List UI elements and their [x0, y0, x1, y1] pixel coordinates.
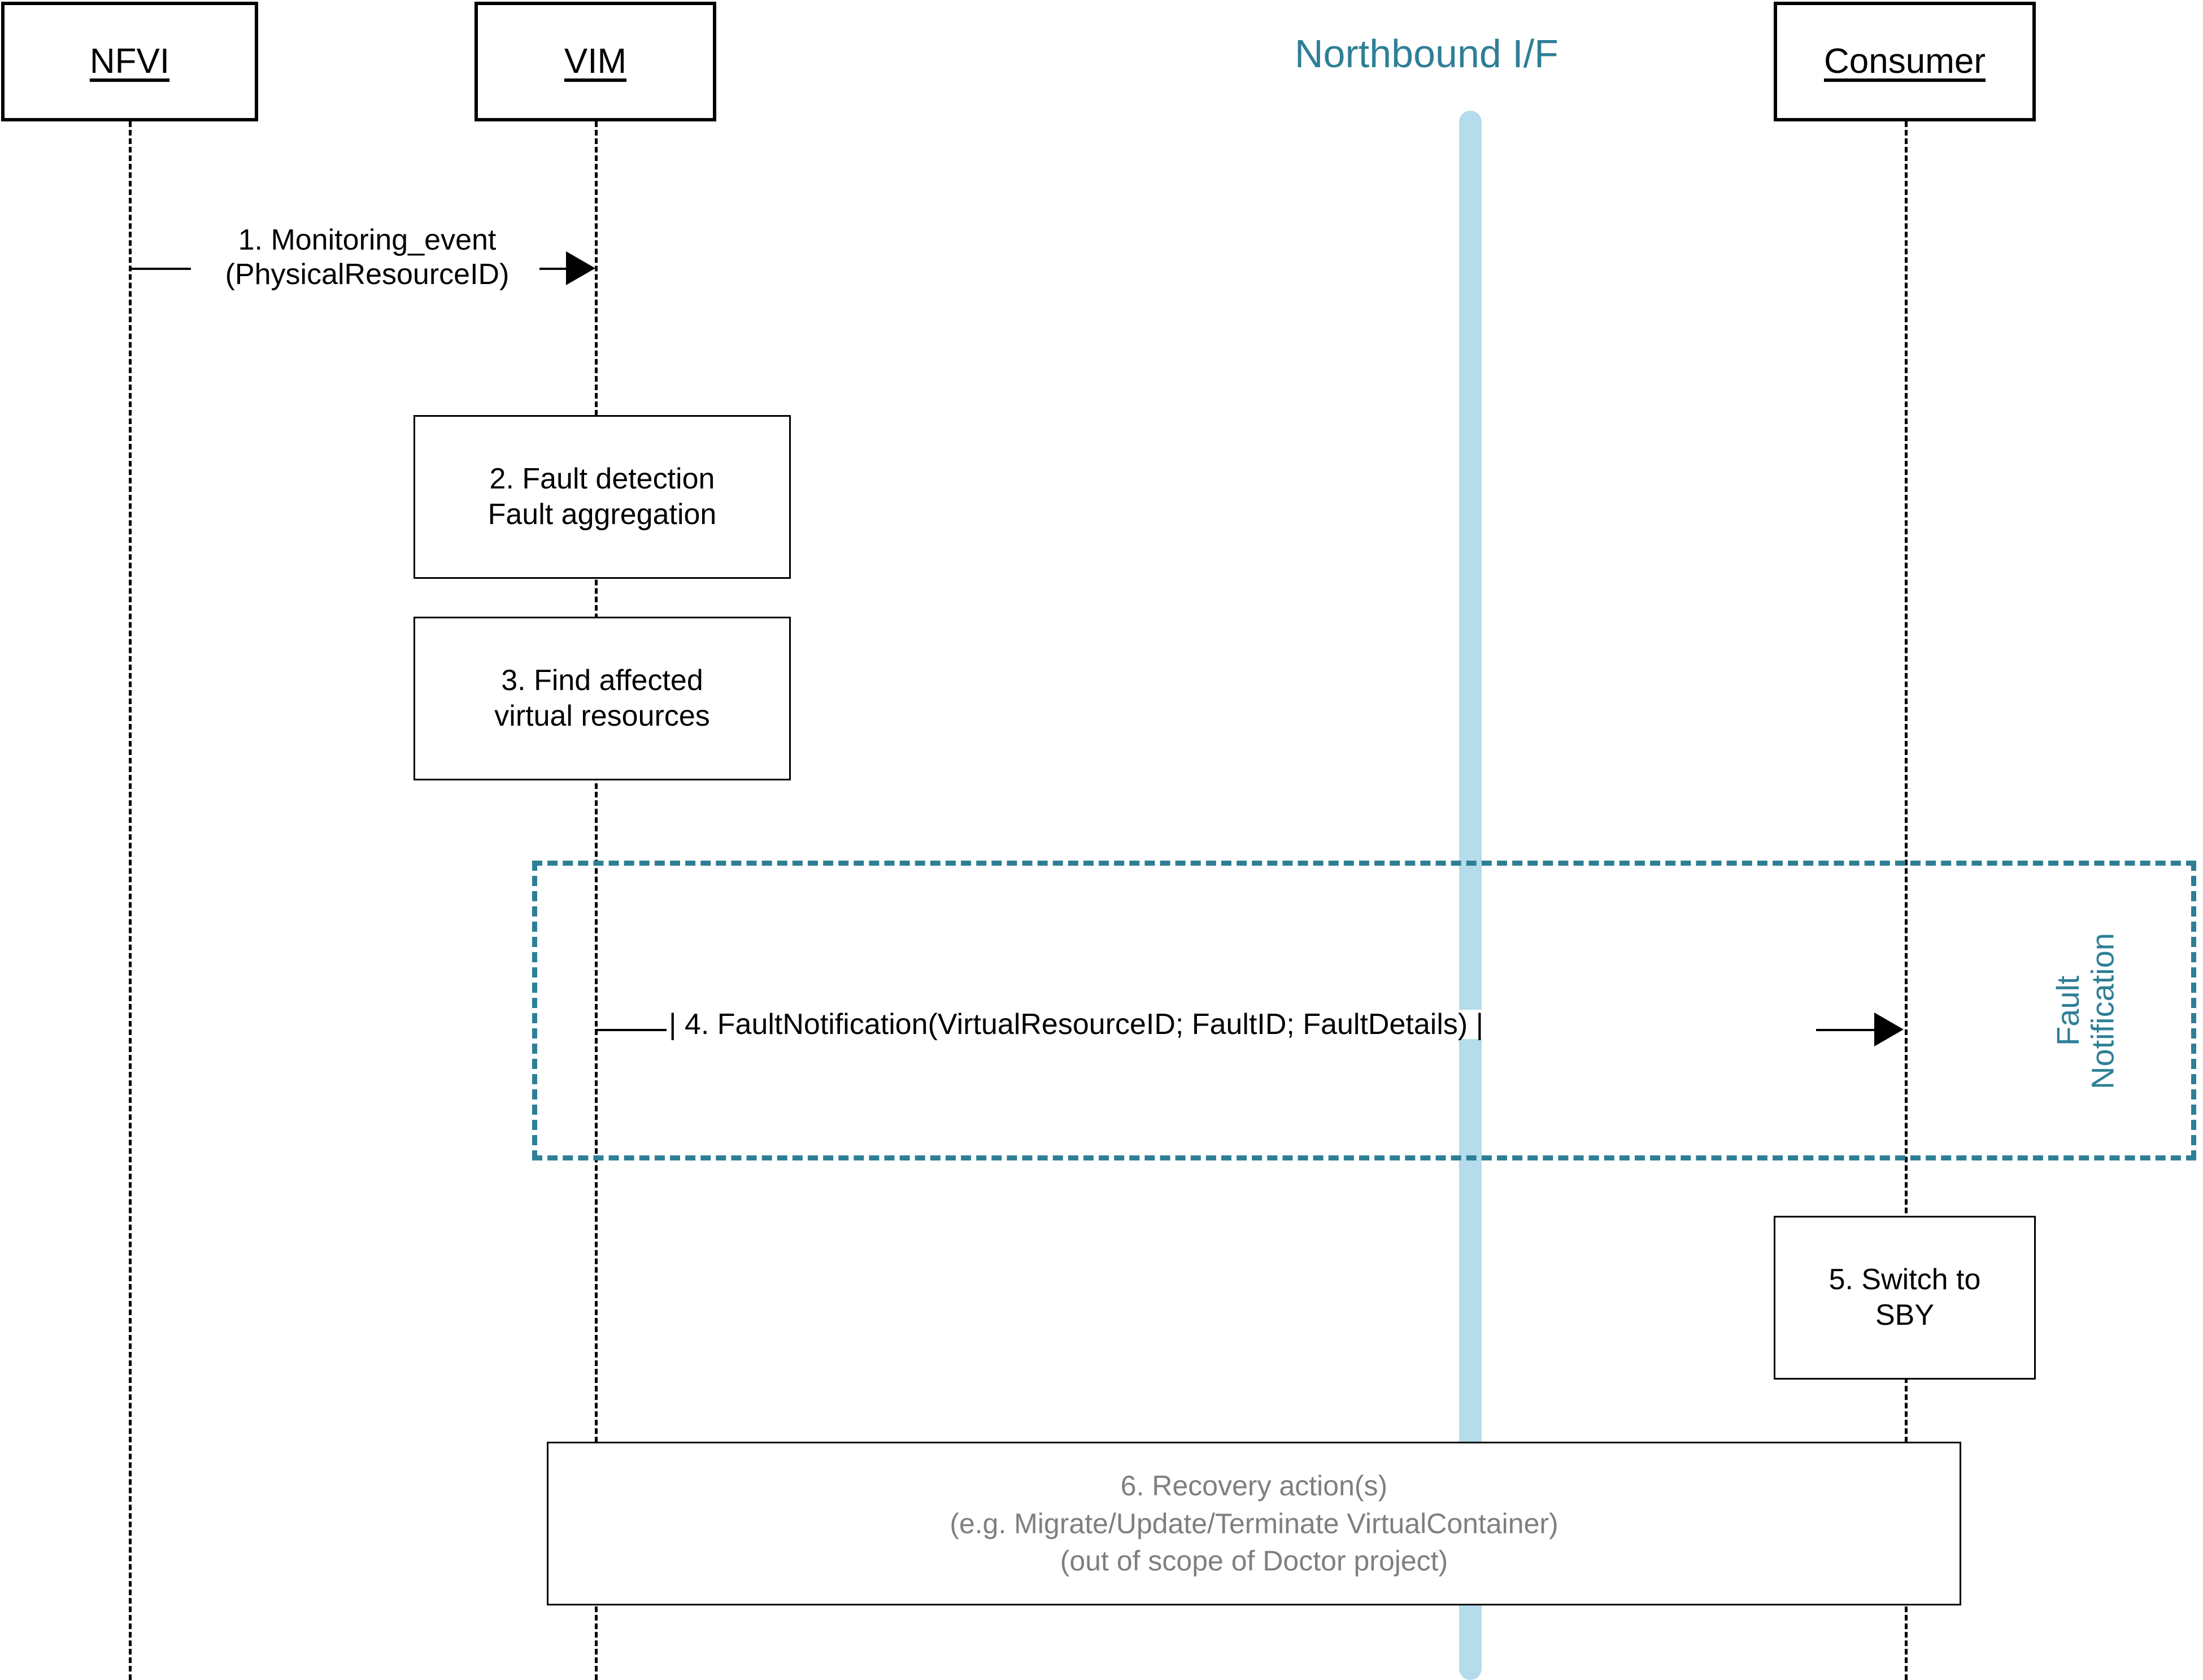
fault-notification-fragment[interactable]	[532, 861, 2196, 1160]
action-label-switch-to-sby: 5. Switch to SBY	[1828, 1263, 1981, 1332]
message-label-1: 1. Monitoring_event (PhysicalResourceID)	[195, 223, 539, 293]
participant-label-nfvi: NFVI	[89, 42, 170, 81]
message-line-4-right	[1816, 1029, 1875, 1031]
message-arrowhead-4	[1874, 1013, 1904, 1046]
action-label-fault-detection: 2. Fault detection Fault aggregation	[487, 462, 717, 531]
participant-label-vim: VIM	[564, 42, 627, 81]
fault-notification-fragment-label: Fault Notification	[2050, 932, 2121, 1089]
action-box-find-affected-resources[interactable]: 3. Find affected virtual resources	[413, 617, 791, 780]
northbound-interface-title: Northbound I/F	[1295, 32, 1558, 76]
lifeline-nfvi	[129, 121, 132, 1680]
action-box-switch-to-sby[interactable]: 5. Switch to SBY	[1774, 1216, 2036, 1380]
lifeline-vim	[595, 121, 598, 1680]
message-line-4-left	[595, 1029, 668, 1031]
recovery-action-label: 6. Recovery action(s) (e.g. Migrate/Upda…	[950, 1470, 1558, 1577]
message-arrowhead-1	[566, 251, 595, 285]
participant-label-consumer: Consumer	[1824, 42, 1986, 81]
lifeline-consumer	[1905, 121, 1908, 1680]
participant-box-consumer[interactable]: Consumer	[1774, 2, 2036, 121]
participant-box-nfvi[interactable]: NFVI	[1, 2, 258, 121]
message-line-1-right	[531, 268, 571, 270]
message-line-1-left	[129, 268, 191, 270]
participant-box-vim[interactable]: VIM	[474, 2, 716, 121]
recovery-action-box[interactable]: 6. Recovery action(s) (e.g. Migrate/Upda…	[547, 1442, 1961, 1605]
action-box-fault-detection[interactable]: 2. Fault detection Fault aggregation	[413, 415, 791, 579]
northbound-interface-bar	[1459, 111, 1482, 1680]
message-label-4: | 4. FaultNotification(VirtualResourceID…	[667, 1010, 1486, 1039]
action-label-find-affected-resources: 3. Find affected virtual resources	[494, 664, 710, 732]
